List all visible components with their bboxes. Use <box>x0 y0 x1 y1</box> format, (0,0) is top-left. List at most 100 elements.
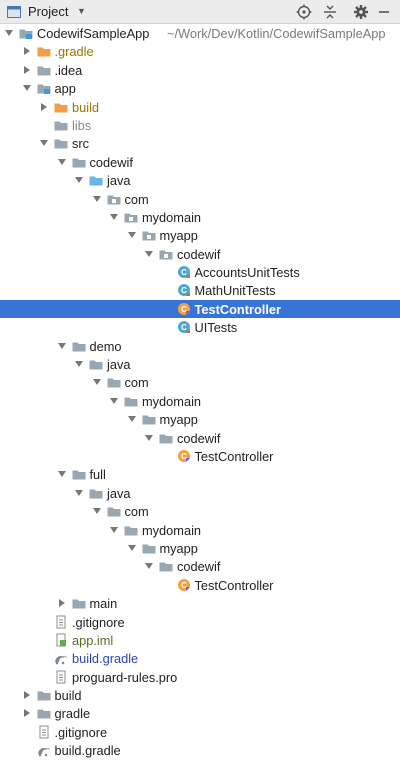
view-selector-label[interactable]: Project <box>28 4 69 19</box>
tree-row[interactable]: myapp <box>0 539 400 557</box>
tree-row[interactable]: .gitignore <box>0 723 400 741</box>
tree-row[interactable]: build.gradle <box>0 649 400 667</box>
kotlin-class-icon: C <box>177 302 190 315</box>
tree-row[interactable]: codewif <box>0 429 400 447</box>
tree-item-label: UITests <box>194 320 238 336</box>
expand-arrow-down-icon[interactable] <box>127 544 136 552</box>
tree-item-label: main <box>89 596 118 612</box>
package-icon <box>107 195 120 205</box>
folder-icon <box>142 544 155 554</box>
svg-text:C: C <box>181 286 187 295</box>
folder-icon <box>124 526 138 536</box>
expand-arrow-down-icon[interactable] <box>92 378 101 386</box>
tree-item-label: app <box>54 81 76 97</box>
tree-row[interactable]: build <box>0 686 400 704</box>
tree-row[interactable]: codewif <box>0 557 400 575</box>
svg-text:C: C <box>181 268 187 277</box>
project-tree: CodewifSampleApp~/Work/Dev/Kotlin/Codewi… <box>0 24 400 760</box>
locate-target-icon[interactable] <box>295 3 313 21</box>
tree-row[interactable]: java <box>0 484 400 502</box>
gear-icon[interactable] <box>352 3 370 21</box>
tree-row[interactable]: CodewifSampleApp~/Work/Dev/Kotlin/Codewi… <box>0 24 400 42</box>
tree-row[interactable]: libs <box>0 116 400 134</box>
expand-arrow-down-icon[interactable] <box>92 507 101 515</box>
tree-row[interactable]: mydomain <box>0 208 400 226</box>
tree-row[interactable]: C MathUnitTests <box>0 281 400 299</box>
folder-icon <box>72 599 85 609</box>
svg-text:C: C <box>181 323 187 332</box>
chevron-down-icon[interactable]: ▼ <box>77 6 86 16</box>
tree-row[interactable]: com <box>0 502 400 520</box>
tree-row[interactable]: myapp <box>0 410 400 428</box>
expand-arrow-down-icon[interactable] <box>57 342 66 350</box>
folder-icon <box>72 342 85 352</box>
expand-arrow-down-icon[interactable] <box>127 231 136 239</box>
expand-arrow-right-icon[interactable] <box>23 65 31 74</box>
expand-arrow-down-icon[interactable] <box>75 489 83 497</box>
tree-row[interactable]: app.iml <box>0 631 400 649</box>
expand-arrow-down-icon[interactable] <box>75 176 83 184</box>
gradle-icon <box>55 656 67 665</box>
expand-arrow-down-icon[interactable] <box>40 139 48 147</box>
tree-item-label: myapp <box>159 540 198 556</box>
tree-item-label: gradle <box>54 706 91 722</box>
tree-item-label: com <box>124 375 149 391</box>
folder-icon <box>37 66 50 76</box>
tree-row[interactable]: proguard-rules.pro <box>0 668 400 686</box>
tree-row[interactable]: java <box>0 171 400 189</box>
tree-row[interactable]: myapp <box>0 226 400 244</box>
expand-arrow-down-icon[interactable] <box>75 360 83 368</box>
tree-item-label: com <box>124 191 149 207</box>
expand-arrow-down-icon[interactable] <box>92 195 101 203</box>
expand-arrow-right-icon[interactable] <box>58 599 66 608</box>
tree-item-label: demo <box>89 338 122 354</box>
tree-row[interactable]: src <box>0 134 400 152</box>
expand-arrow-down-icon[interactable] <box>110 397 118 405</box>
folder-icon <box>159 434 173 444</box>
tree-row[interactable]: gradle <box>0 704 400 722</box>
tree-row[interactable]: java <box>0 355 400 373</box>
expand-arrow-down-icon[interactable] <box>5 29 13 37</box>
tree-row[interactable]: full <box>0 465 400 483</box>
expand-arrow-right-icon[interactable] <box>23 47 31 56</box>
tree-item-label: build.gradle <box>72 651 139 667</box>
tree-row[interactable]: mydomain <box>0 521 400 539</box>
tree-item-label: app.iml <box>72 632 114 648</box>
expand-arrow-down-icon[interactable] <box>57 470 66 478</box>
tree-row[interactable]: .gradle <box>0 42 400 60</box>
tree-row[interactable]: .gitignore <box>0 613 400 631</box>
expand-arrow-down-icon[interactable] <box>22 84 31 92</box>
tree-row[interactable]: demo <box>0 337 400 355</box>
expand-arrow-down-icon[interactable] <box>110 213 118 221</box>
tree-row[interactable]: mydomain <box>0 392 400 410</box>
expand-arrow-right-icon[interactable] <box>23 709 31 718</box>
tree-row[interactable]: com <box>0 373 400 391</box>
expand-arrow-down-icon[interactable] <box>145 562 153 570</box>
tree-row[interactable]: codewif <box>0 153 400 171</box>
tree-row[interactable]: build <box>0 98 400 116</box>
minimize-icon[interactable] <box>375 3 393 21</box>
expand-arrow-down-icon[interactable] <box>57 158 66 166</box>
tree-row[interactable]: main <box>0 594 400 612</box>
expand-arrow-down-icon[interactable] <box>127 415 136 423</box>
tree-item-label: full <box>89 467 106 483</box>
tree-row[interactable]: build.gradle <box>0 741 400 759</box>
expand-arrow-down-icon[interactable] <box>145 434 153 442</box>
expand-arrow-right-icon[interactable] <box>40 102 48 111</box>
tree-item-label: MathUnitTests <box>194 283 276 299</box>
expand-arrow-down-icon[interactable] <box>110 526 118 534</box>
source-folder-icon <box>89 176 103 186</box>
expand-arrow-right-icon[interactable] <box>23 691 31 700</box>
tree-row[interactable]: .idea <box>0 61 400 79</box>
tree-row[interactable]: com <box>0 190 400 208</box>
collapse-all-icon[interactable] <box>321 3 339 21</box>
tree-row[interactable]: C UITests <box>0 318 400 336</box>
expand-arrow-down-icon[interactable] <box>145 250 153 258</box>
tree-row[interactable]: app <box>0 79 400 97</box>
tree-row[interactable]: codewif <box>0 245 400 263</box>
svg-text:C: C <box>181 452 187 461</box>
